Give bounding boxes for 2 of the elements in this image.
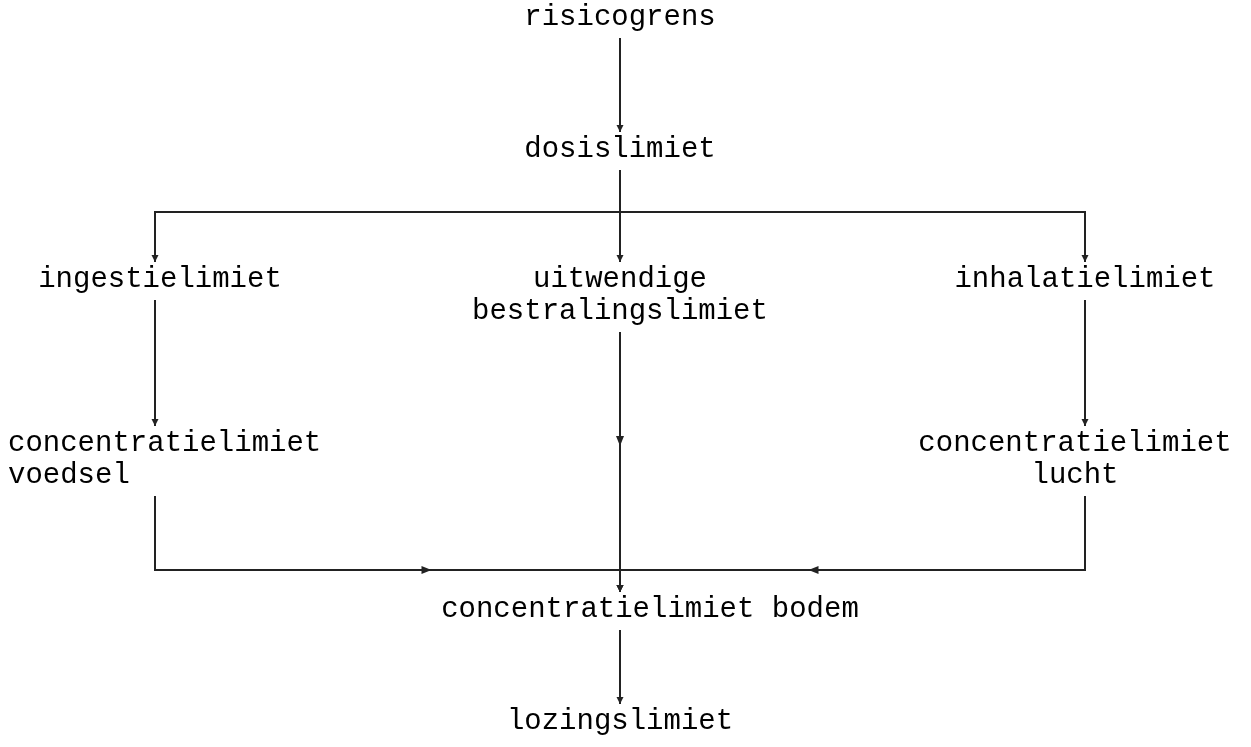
node-label: risicogrens — [524, 2, 716, 34]
node-label: ingestielimiet — [38, 264, 282, 296]
